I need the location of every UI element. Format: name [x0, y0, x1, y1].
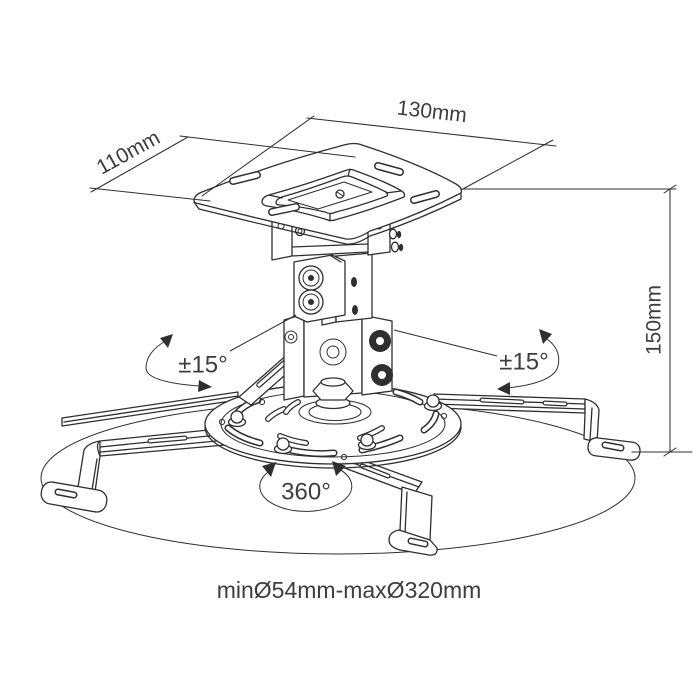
dim-line-110 — [90, 136, 189, 193]
hub-nut-top — [320, 377, 346, 387]
ceiling-plate-thickness — [193, 193, 462, 245]
plate-mount-slots — [229, 162, 440, 216]
ext-line-110-left — [89, 187, 211, 202]
hinge-knob-a — [388, 228, 398, 240]
label-height: 150mm — [642, 285, 665, 355]
tilt-bracket — [283, 312, 393, 401]
ceiling-plate — [193, 142, 463, 245]
dimension-130mm — [201, 115, 557, 197]
pivot-circle — [319, 338, 347, 366]
tilt-arrow-left — [145, 314, 297, 392]
column-hole-lower — [352, 305, 358, 315]
arm-right-ridge2 — [433, 403, 586, 410]
tilt-right-arc — [506, 336, 560, 389]
arm-right-slot2-inner — [543, 401, 567, 406]
knob-upper-center — [308, 275, 314, 281]
recess-wall-lines — [268, 168, 402, 222]
rotation-arrowhead-right — [332, 461, 346, 476]
tilt-right-arrowhead-bottom — [497, 382, 510, 395]
tilt-knob-upper-cap — [376, 337, 384, 345]
tilt-nut-left — [284, 330, 298, 344]
arm-left-slot-inner — [148, 436, 187, 443]
label-rotation: 360° — [281, 478, 331, 505]
arm-right-bend-edge — [589, 407, 593, 441]
label-tilt-right: ±15° — [499, 348, 548, 375]
hinge-knob-a-tip — [396, 230, 402, 239]
tilt-bracket-left-prong — [283, 313, 305, 401]
hinge-knob-b — [390, 241, 400, 253]
base-plate-holes — [218, 398, 448, 461]
label-base-range: minØ54mm-maxØ320mm — [217, 577, 482, 603]
tick-150-top — [663, 184, 677, 194]
label-tilt-left: ±15° — [178, 351, 227, 378]
column-hole-upper — [351, 277, 357, 287]
arm-left-bend-edge — [91, 458, 98, 491]
knob-block — [293, 254, 346, 323]
arm-back-ridge — [63, 395, 239, 423]
arm-right-slot-inner — [480, 398, 524, 404]
rotation-arrow-360 — [259, 461, 353, 512]
hinge-knob-b-tip — [398, 243, 404, 252]
arm-left-foot-hole-inner — [56, 490, 76, 497]
tilt-left-leader — [229, 314, 297, 352]
knob-lower-center — [308, 299, 314, 305]
arm-front-slot-inner — [360, 464, 390, 478]
adjustment-knob-block — [293, 254, 346, 323]
recess-screw-slot — [336, 191, 344, 197]
base-dome-screws — [227, 394, 443, 455]
knob-block-edge — [330, 255, 342, 263]
arm-right-foot-hole-inner — [603, 443, 623, 450]
support-arm-right — [433, 393, 641, 461]
swivel-hub — [312, 377, 354, 410]
arm-front-foot-hole-inner — [409, 539, 427, 546]
ext-line-130-right — [460, 139, 554, 191]
tilt-knob-lower-cap — [378, 371, 386, 379]
label-plate-depth: 110mm — [93, 126, 164, 179]
recess-floor — [287, 181, 373, 210]
arm-front-bend-edge — [404, 491, 408, 534]
rotation-arc — [259, 467, 353, 512]
tilt-right-arrowhead-top — [539, 329, 552, 344]
pivot-circle-inner — [326, 345, 340, 359]
tick-150-bottom — [663, 447, 677, 457]
arm-left-bend — [77, 440, 101, 493]
ext-line-110-right — [179, 135, 356, 158]
label-plate-width: 130mm — [396, 96, 468, 127]
knob-upper-ring — [302, 269, 320, 287]
tilt-left-arrowhead-top — [160, 334, 173, 348]
tilt-arrow-right — [393, 329, 560, 395]
ext-line-130-left — [201, 115, 315, 197]
support-arm-front — [325, 449, 438, 556]
tilt-right-leader — [393, 329, 498, 357]
dimension-150mm — [462, 184, 693, 457]
base-plate-rim — [204, 426, 462, 469]
base-plate — [204, 383, 462, 469]
tilt-nut-left-center — [288, 334, 294, 340]
knob-lower-ring — [302, 293, 320, 311]
tilt-left-arc — [145, 339, 200, 387]
rotation-arrowhead-left — [262, 462, 276, 477]
dimension-110mm — [89, 135, 356, 202]
tilt-left-arrowhead-bottom — [198, 380, 212, 392]
dim-line-130 — [306, 117, 557, 147]
